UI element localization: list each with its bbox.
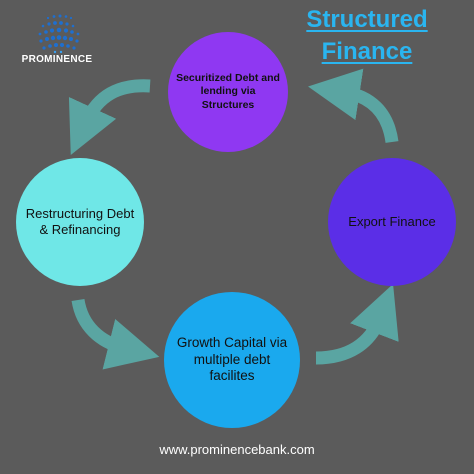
arrow-bottom-to-right [315, 284, 399, 365]
node-restructuring-debt-label: Restructuring Debt & Refinancing [25, 205, 135, 237]
node-export-finance-label: Export Finance [348, 213, 436, 229]
dotted-globe-icon [38, 14, 80, 54]
arrow-top-to-left [68, 79, 151, 156]
page-title: Structured Finance [282, 4, 452, 68]
logo-text: PROMINENCE [21, 54, 93, 65]
node-growth-capital-label: Growth Capital via multiple debt facilit… [176, 334, 288, 384]
title-line-1: Structured [306, 6, 428, 33]
title-line-2: Finance [321, 38, 413, 65]
arrow-left-to-bottom [71, 298, 160, 370]
node-securitized-debt-label: Securitized Debt and lending via Structu… [176, 72, 280, 111]
node-export-finance: Export Finance [328, 158, 456, 286]
node-restructuring-debt: Restructuring Debt & Refinancing [16, 158, 144, 286]
arrow-right-to-top [308, 68, 399, 144]
node-growth-capital: Growth Capital via multiple debt facilit… [164, 292, 300, 428]
node-securitized-debt: Securitized Debt and lending via Structu… [168, 32, 288, 152]
footer-url[interactable]: www.prominencebank.com [159, 442, 315, 457]
prominence-logo: PROMINENCE [14, 8, 100, 74]
